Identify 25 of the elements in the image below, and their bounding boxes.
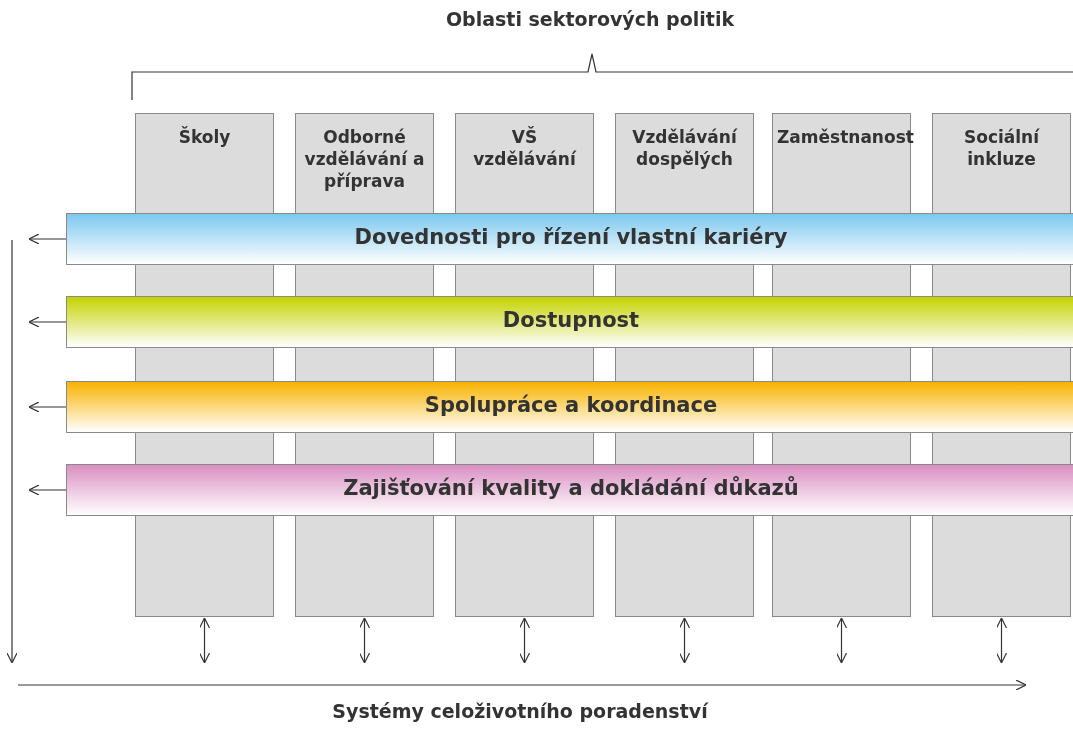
axis-label: Systémy celoživotního poradenství xyxy=(332,700,708,722)
band-box xyxy=(66,381,1073,433)
heading: Oblasti sektorových politik xyxy=(445,8,735,30)
column-label: Sociální inkluze xyxy=(962,126,1041,170)
band-label: Zajišťování kvality a dokládání důkazů xyxy=(343,476,799,500)
double-arrow xyxy=(358,617,371,664)
double-arrow xyxy=(198,617,211,664)
double-arrow xyxy=(678,617,691,664)
arrow xyxy=(28,484,67,496)
arrow xyxy=(28,316,67,328)
band-label: Spolupráce a koordinace xyxy=(424,393,718,417)
double-arrow xyxy=(518,617,531,664)
band-label: Dostupnost xyxy=(502,308,640,332)
band-box xyxy=(66,213,1073,265)
double-arrow xyxy=(995,617,1008,664)
column-label: Školy xyxy=(177,126,232,148)
column-label: Vzdělávání dospělých xyxy=(631,126,739,170)
arrow xyxy=(28,401,67,413)
band-label: Dovednosti pro řízení vlastní kariéry xyxy=(354,225,788,249)
double-arrow xyxy=(835,617,848,664)
column-label: Odborné vzdělávání a příprava xyxy=(303,126,426,192)
band-box xyxy=(66,296,1073,348)
column-label: VŠ vzdělávání xyxy=(472,126,578,170)
arrow xyxy=(28,233,67,245)
band-box xyxy=(66,464,1073,516)
